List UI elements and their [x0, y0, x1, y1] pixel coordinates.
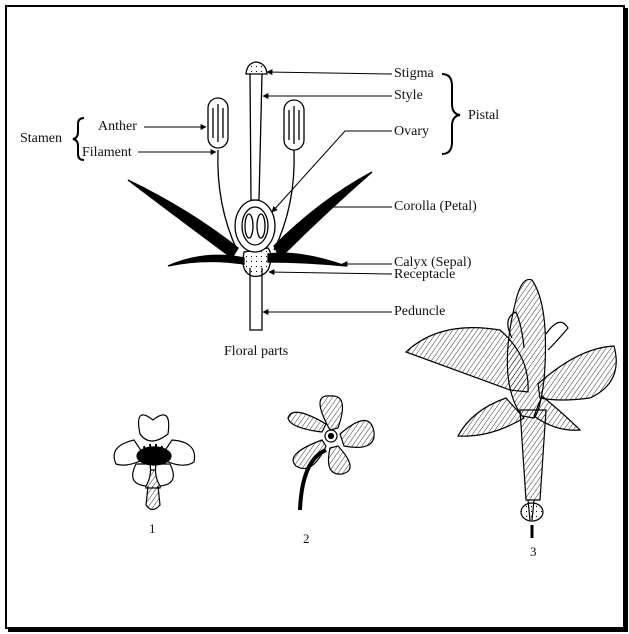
pointer-receptacle — [269, 272, 392, 274]
pointer-stigma — [267, 72, 392, 74]
ovary-shape — [235, 200, 275, 252]
label-receptacle: Receptacle — [394, 268, 455, 282]
label-stigma: Stigma — [394, 67, 434, 81]
caption-floral-parts: Floral parts — [224, 345, 288, 359]
flower-main — [128, 62, 372, 330]
example-flower-2 — [288, 396, 374, 510]
label-filament: Filament — [82, 146, 132, 160]
style-shape — [250, 74, 262, 200]
label-anther: Anther — [98, 120, 137, 134]
label-corolla: Corolla (Petal) — [394, 200, 477, 214]
pointer-lines — [138, 72, 392, 312]
label-stamen: Stamen — [20, 132, 62, 146]
label-ovary: Ovary — [394, 125, 429, 139]
example-label-3: 3 — [530, 545, 537, 558]
petal-right — [274, 172, 372, 258]
peduncle-stalk — [250, 268, 262, 330]
label-style: Style — [394, 89, 423, 103]
label-peduncle: Peduncle — [394, 305, 445, 319]
pistal-brace — [442, 74, 460, 154]
stigma-shape — [246, 62, 267, 74]
example-label-2: 2 — [303, 532, 310, 545]
label-pistal: Pistal — [468, 109, 499, 123]
petal-left — [128, 180, 238, 258]
example-label-1: 1 — [149, 522, 156, 535]
example-flower-1 — [114, 415, 194, 510]
